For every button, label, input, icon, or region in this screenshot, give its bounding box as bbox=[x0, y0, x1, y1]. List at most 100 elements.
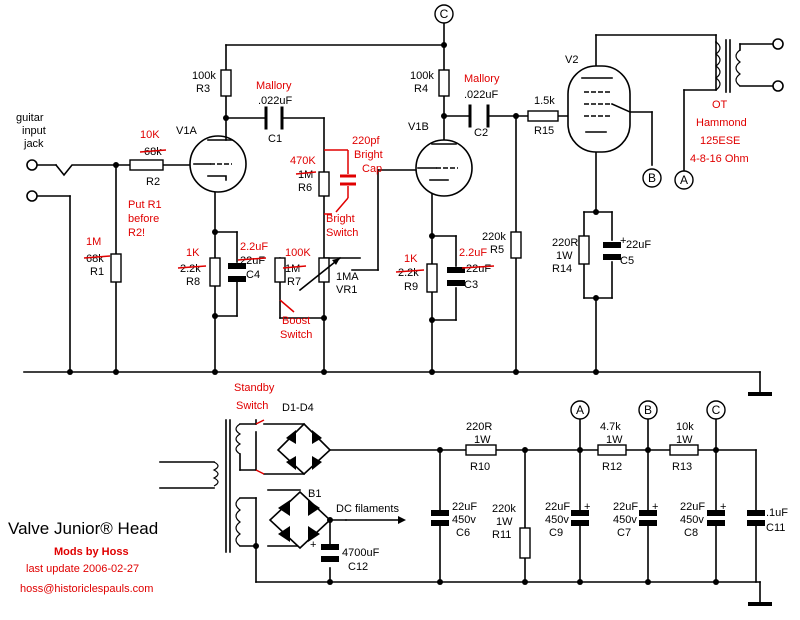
tube-v1b bbox=[415, 139, 473, 197]
c7-value: 22uF bbox=[613, 501, 638, 513]
resistor-r4 bbox=[438, 69, 450, 97]
wires-upper bbox=[23, 22, 772, 396]
input-label-3: jack bbox=[23, 138, 44, 150]
cap-c7: + bbox=[639, 501, 658, 526]
r15-value: 1.5k bbox=[534, 95, 555, 107]
cap-c4 bbox=[228, 263, 246, 282]
svg-text:+: + bbox=[720, 501, 726, 513]
standby-switch-2: Switch bbox=[236, 400, 268, 412]
junction-dots bbox=[67, 42, 599, 375]
r11-value2: 1W bbox=[496, 516, 513, 528]
r4-value: 100k bbox=[410, 70, 434, 82]
svg-text:A: A bbox=[680, 173, 688, 187]
r9-new: 1K bbox=[404, 253, 418, 265]
cap-c9: + bbox=[571, 501, 590, 526]
speaker-terminal-2 bbox=[772, 80, 784, 92]
standby-switch-mod bbox=[255, 419, 265, 475]
c5-value: 22uF bbox=[626, 239, 651, 251]
r9-old: 2.2k bbox=[398, 267, 419, 279]
resistor-r5 bbox=[510, 231, 522, 259]
c3-old: 22uF bbox=[466, 263, 491, 275]
c7-value2: 450v bbox=[613, 514, 637, 526]
output-transformer bbox=[715, 38, 784, 93]
tube-v1a bbox=[189, 135, 247, 193]
r8-name: R8 bbox=[186, 276, 200, 288]
last-update: last update 2006-02-27 bbox=[26, 563, 139, 575]
vr1-name: VR1 bbox=[336, 284, 357, 296]
r12-value: 4.7k bbox=[600, 421, 621, 433]
resistor-r1 bbox=[110, 253, 122, 283]
c11-value: .1uF bbox=[766, 507, 788, 519]
cap-c3 bbox=[447, 267, 465, 286]
r13-value: 10k bbox=[676, 421, 694, 433]
b1-name: B1 bbox=[308, 488, 321, 500]
r3-value: 100k bbox=[192, 70, 216, 82]
c1-value: .022uF bbox=[258, 95, 293, 107]
c6-value: 22uF bbox=[452, 501, 477, 513]
r2-new: 10K bbox=[140, 129, 160, 141]
tube-v1b-label: V1B bbox=[408, 121, 429, 133]
bright-switch-2: Switch bbox=[326, 227, 358, 239]
r15-name: R15 bbox=[534, 125, 554, 137]
r6-old: 1M bbox=[298, 169, 313, 181]
r13-value2: 1W bbox=[676, 434, 693, 446]
r1-old: 68k bbox=[86, 253, 104, 265]
bridge-d1-d4 bbox=[276, 422, 332, 476]
c12-value: 4700uF bbox=[342, 547, 380, 559]
put-r1-3: R2! bbox=[128, 227, 145, 239]
input-jack-tip bbox=[26, 159, 38, 171]
resistor-r9 bbox=[426, 263, 438, 293]
dc-filaments: DC filaments bbox=[336, 503, 399, 515]
node-a-ot: A bbox=[674, 170, 694, 190]
r12-name: R12 bbox=[602, 461, 622, 473]
diagram-title: Valve Junior® Head bbox=[8, 519, 158, 538]
c1-name: C1 bbox=[268, 133, 282, 145]
resistor-r14 bbox=[578, 235, 590, 265]
d1d4-name: D1-D4 bbox=[282, 402, 314, 414]
r14-name: R14 bbox=[552, 263, 572, 275]
tube-v1a-label: V1A bbox=[176, 125, 197, 137]
ot-label-4: 4-8-16 Ohm bbox=[690, 153, 749, 165]
c3-new: 2.2uF bbox=[459, 247, 487, 259]
r7-name: R7 bbox=[287, 276, 301, 288]
tube-v2-label: V2 bbox=[565, 54, 578, 66]
bridge-b1 bbox=[268, 490, 406, 550]
r1-name: R1 bbox=[90, 266, 104, 278]
r10-name: R10 bbox=[470, 461, 490, 473]
resistor-r12 bbox=[597, 444, 627, 456]
r10-value: 220R bbox=[466, 421, 492, 433]
ot-label-3: 125ESE bbox=[700, 135, 740, 147]
r7-old: 1M bbox=[285, 263, 300, 275]
c4-old: 22uF bbox=[240, 255, 265, 267]
r1-new: 1M bbox=[86, 236, 101, 248]
c7-name: C7 bbox=[617, 527, 631, 539]
email: hoss@historiclespauls.com bbox=[20, 583, 153, 595]
resistor-r7 bbox=[274, 257, 286, 283]
resistor-r11 bbox=[519, 527, 531, 559]
c12-name: C12 bbox=[348, 561, 368, 573]
node-a-psu: A bbox=[570, 400, 590, 420]
r2-old: 68k bbox=[144, 146, 162, 158]
svg-text:B: B bbox=[644, 403, 652, 417]
boost-switch-1: Boost bbox=[282, 315, 310, 327]
r10-value2: 1W bbox=[474, 434, 491, 446]
node-c-top: C bbox=[434, 4, 454, 24]
svg-text:C: C bbox=[440, 7, 449, 21]
psu-junction-dots bbox=[253, 447, 719, 585]
svg-text:A: A bbox=[576, 403, 584, 417]
c2-brand: Mallory bbox=[464, 73, 500, 85]
r14-value2: 1W bbox=[556, 250, 573, 262]
bright-switch-1: Bright bbox=[326, 213, 355, 225]
mods-by: Mods by Hoss bbox=[54, 546, 129, 558]
cap-c2 bbox=[468, 104, 490, 128]
c9-value: 22uF bbox=[545, 501, 570, 513]
cap-c11 bbox=[747, 510, 765, 526]
svg-text:C: C bbox=[712, 403, 721, 417]
node-b-v2: B bbox=[642, 168, 662, 188]
boost-switch-2: Switch bbox=[280, 329, 312, 341]
c6-value2: 450v bbox=[452, 514, 476, 526]
input-label-2: input bbox=[22, 125, 46, 137]
resistor-r6 bbox=[318, 171, 330, 197]
bright-cap-3: Cap bbox=[362, 163, 382, 175]
r9-name: R9 bbox=[404, 281, 418, 293]
